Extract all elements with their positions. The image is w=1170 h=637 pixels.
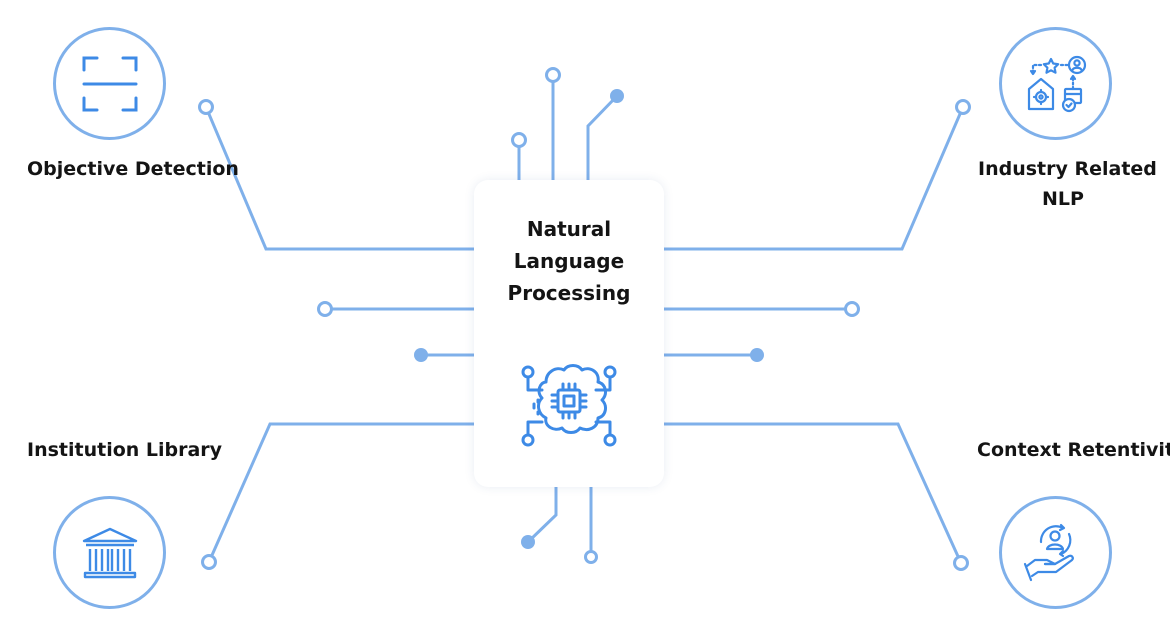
library-building-icon bbox=[82, 527, 137, 578]
terminal-filled bbox=[750, 348, 764, 362]
node-institution-library bbox=[53, 496, 166, 609]
terminal-filled bbox=[610, 89, 624, 103]
connector-industry-nlp bbox=[664, 106, 965, 251]
node-industry-related-nlp bbox=[999, 27, 1112, 140]
label-line: Industry Related bbox=[978, 158, 1157, 180]
brain-chip-icon bbox=[521, 364, 617, 447]
terminal-hollow bbox=[511, 132, 527, 148]
terminal-hollow bbox=[201, 554, 217, 570]
connector-top-3 bbox=[586, 94, 619, 180]
center-card: Natural Language Processing bbox=[474, 180, 664, 487]
node-objective-detection bbox=[53, 27, 166, 140]
label-institution-library: Institution Library bbox=[27, 439, 223, 461]
center-title: Natural Language Processing bbox=[474, 213, 664, 309]
industry-workflow-icon bbox=[1027, 55, 1086, 112]
center-title-line: Natural bbox=[526, 217, 612, 241]
scan-frame-icon bbox=[82, 56, 137, 111]
terminal-hollow bbox=[844, 301, 860, 317]
terminal-hollow bbox=[955, 99, 971, 115]
terminal-hollow bbox=[953, 555, 969, 571]
connector-objective-detection bbox=[204, 106, 474, 251]
label-line: NLP bbox=[1042, 188, 1084, 210]
terminal-filled bbox=[521, 535, 535, 549]
center-title-line: Processing bbox=[507, 281, 631, 305]
hand-person-cycle-icon bbox=[1023, 523, 1074, 581]
terminal-hollow bbox=[317, 301, 333, 317]
label-context-retentivity: Context Retentivity bbox=[977, 439, 1170, 461]
connector-context-retentivity bbox=[664, 422, 963, 564]
connector-institution-library bbox=[207, 422, 474, 563]
center-title-line: Language bbox=[513, 249, 625, 273]
connector-bottom-1 bbox=[526, 487, 558, 544]
terminal-filled bbox=[414, 348, 428, 362]
node-context-retentivity bbox=[999, 496, 1112, 609]
label-industry-related-nlp: Industry Related NLP bbox=[978, 154, 1157, 214]
terminal-hollow bbox=[198, 99, 214, 115]
label-objective-detection: Objective Detection bbox=[27, 158, 239, 180]
terminal-hollow bbox=[584, 550, 598, 564]
terminal-hollow bbox=[545, 67, 561, 83]
